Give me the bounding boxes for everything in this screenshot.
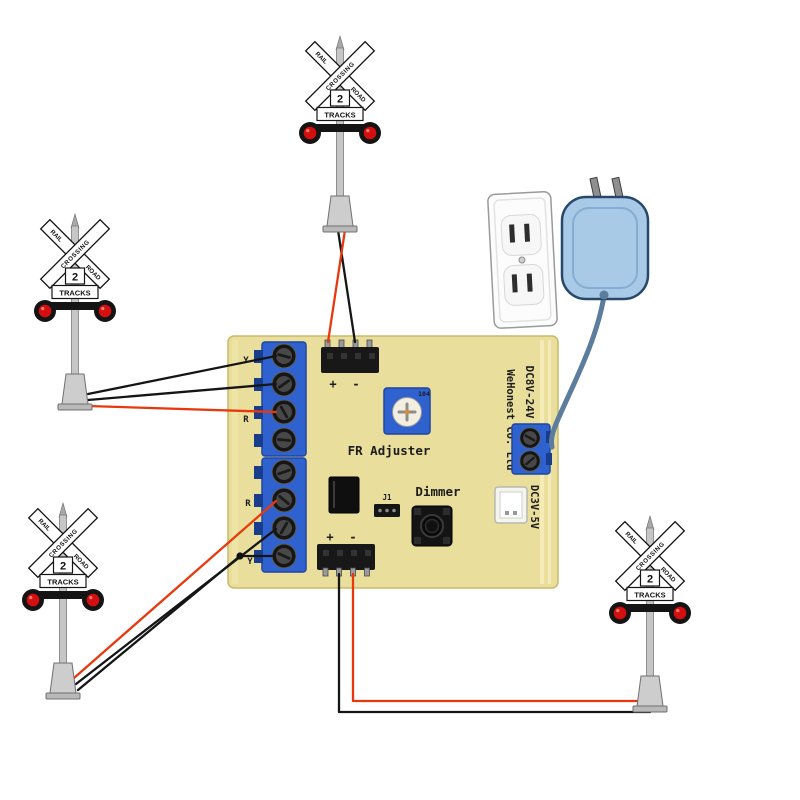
outlet-slot [526, 273, 533, 292]
input-voltage-text: DC8V-24V [523, 366, 536, 419]
wire-top-signal-red [326, 228, 347, 344]
outlet-receptacle-bottom [503, 263, 545, 306]
j1-label: J1 [382, 493, 392, 502]
bottom-header-plus-label: + [326, 530, 333, 544]
outlet-screw [518, 256, 526, 264]
adapter-strain-relief [599, 290, 609, 300]
jumper-block [328, 476, 360, 514]
terminal-label-y2: Y [247, 557, 253, 567]
outlet-slot [511, 274, 518, 293]
output-voltage-text: DC3V-5V [528, 485, 540, 530]
top-header-minus-label: - [352, 377, 359, 391]
terminal-label-r1: R [243, 415, 249, 425]
top-pin-header [321, 339, 379, 373]
wall-outlet [487, 191, 558, 329]
outlet-receptacle-top [500, 214, 542, 256]
j1-pin-header [374, 504, 400, 517]
controller-board: Y R R Y + - 104 FR Adjuster [227, 335, 559, 589]
fr-adjuster-label: FR Adjuster [348, 443, 431, 458]
bottom-header-minus-label: - [349, 530, 356, 544]
power-input-terminal [511, 423, 552, 476]
dimmer-push-button [411, 505, 453, 547]
terminal-label-r2: R [245, 499, 251, 509]
bottom-pin-header [317, 544, 375, 577]
wire-upper-left-black-1 [86, 354, 278, 396]
power-adapter [549, 176, 650, 450]
jst-output-socket [494, 486, 528, 524]
wire-junction-dot [236, 552, 244, 560]
fr-adjuster-potentiometer: 104 [383, 387, 431, 435]
adapter-body [560, 195, 650, 301]
adapter-cable [549, 293, 607, 450]
pcb-body [227, 335, 559, 589]
terminal-block-lower [254, 457, 307, 573]
wire-upper-left-red [86, 404, 278, 414]
top-header-plus-label: + [329, 377, 336, 391]
dimmer-label: Dimmer [415, 484, 461, 499]
pcb-edge-strip-left [232, 340, 238, 584]
wire-lower-left-red [72, 499, 278, 680]
outlet-slot [509, 224, 516, 243]
outlet-slot [524, 223, 531, 242]
wire-upper-left-black-2 [86, 382, 278, 402]
pot-code-text: 104 [418, 390, 430, 398]
wire-top-signal-black [336, 228, 357, 344]
